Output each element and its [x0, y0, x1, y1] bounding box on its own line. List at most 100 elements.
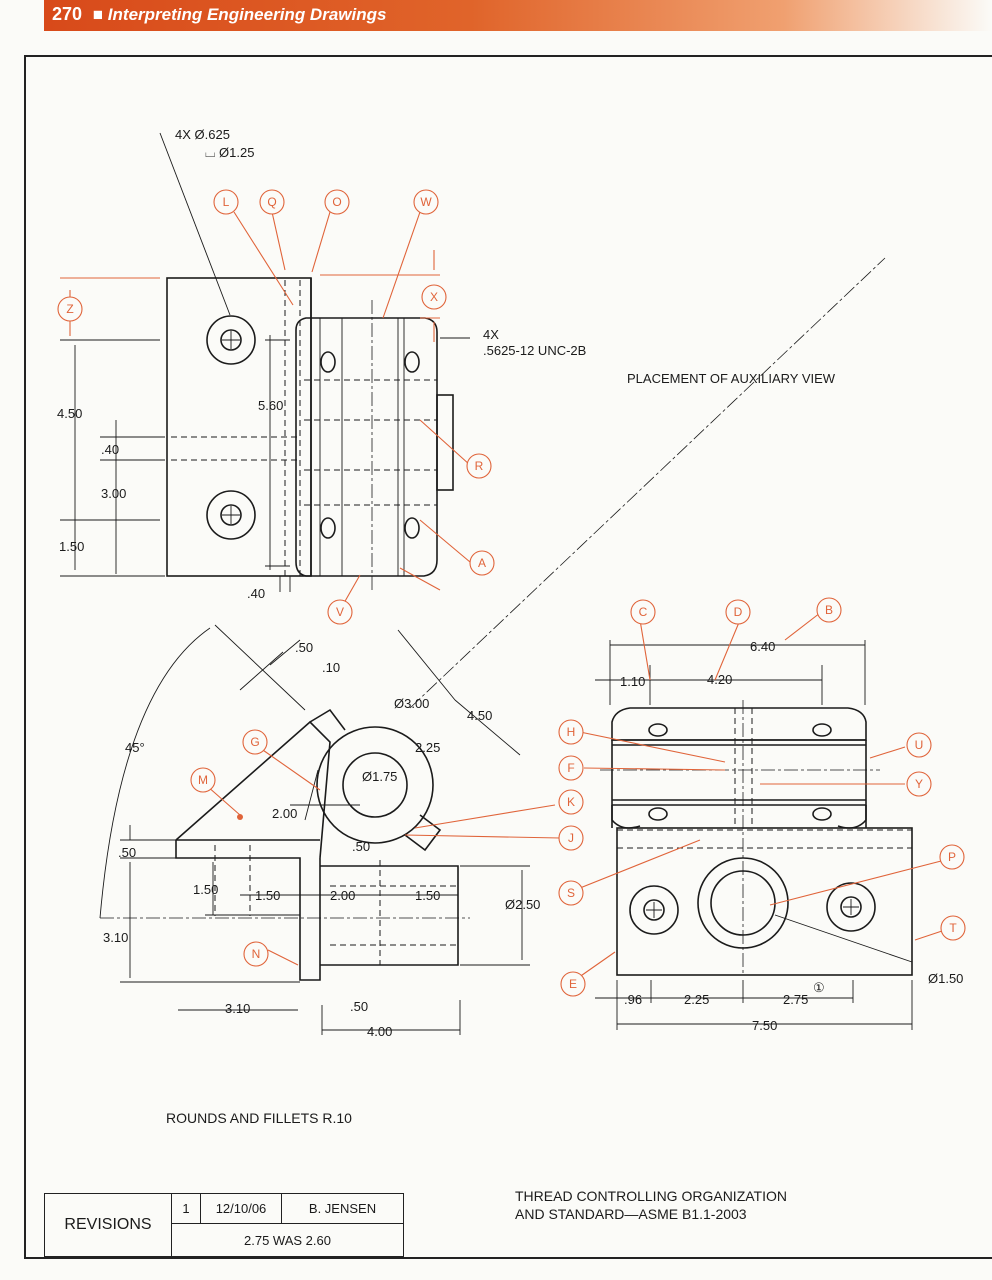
balloon-label-n: N — [252, 947, 261, 961]
thread-org-note-line2: AND STANDARD—ASME B1.1-2003 — [515, 1206, 747, 1222]
balloon-label-o: O — [332, 195, 341, 209]
dim-aux-2-00-v: 2.00 — [272, 806, 297, 821]
dim-front-2-75: 2.75 — [783, 992, 808, 1007]
balloon-label-k: K — [567, 795, 575, 809]
dim-front-4-20: 4.20 — [707, 672, 732, 687]
balloon-k — [558, 789, 584, 815]
balloon-label-d: D — [734, 605, 743, 619]
balloon-o — [324, 189, 350, 215]
revision-author: B. JENSEN — [281, 1193, 404, 1224]
balloon-h — [558, 719, 584, 745]
balloon-g — [242, 729, 268, 755]
balloon-label-h: H — [567, 725, 576, 739]
dim-3-00: 3.00 — [101, 486, 126, 501]
balloon-d — [725, 599, 751, 625]
dim-aux-10: .10 — [322, 660, 340, 675]
balloon-label-s: S — [567, 886, 575, 900]
balloon-label-w: W — [420, 195, 432, 209]
front-base-block — [616, 827, 913, 976]
front-bore-outer — [697, 857, 789, 949]
revision-marker: ① — [813, 980, 825, 995]
balloon-label-x: X — [430, 290, 438, 304]
dim-aux-3-10-v: 3.10 — [103, 930, 128, 945]
rounds-fillets-note: ROUNDS AND FILLETS R.10 — [166, 1110, 352, 1126]
balloon-label-z: Z — [66, 302, 73, 316]
balloon-y — [906, 771, 932, 797]
aux-view-label: PLACEMENT OF AUXILIARY VIEW — [627, 371, 836, 386]
dim-front-2-25: 2.25 — [684, 992, 709, 1007]
hole-spec-line2: ⌴ Ø1.25 — [205, 145, 254, 160]
balloon-b — [816, 597, 842, 623]
top-view: 4X Ø.625 ⌴ Ø1.25 4X .5625-12 UNC-2B 4.50… — [57, 127, 586, 601]
balloon-label-j: J — [568, 831, 574, 845]
dim-4-50: 4.50 — [57, 406, 82, 421]
dim-aux-1-50-b: 1.50 — [415, 888, 440, 903]
revision-change: 2.75 WAS 2.60 — [171, 1223, 404, 1257]
balloon-x — [421, 284, 447, 310]
dim-aux-2-25: 2.25 — [415, 740, 440, 755]
balloon-label-p: P — [948, 850, 956, 864]
dim-aux-50-a: .50 — [295, 640, 313, 655]
dim-aux-4-00: 4.00 — [367, 1024, 392, 1039]
thread-spec-line1: 4X — [483, 327, 499, 342]
dim-front-96: .96 — [624, 992, 642, 1007]
orange-leaders — [206, 211, 946, 981]
balloon-label-c: C — [639, 605, 648, 619]
dim-aux-dia-3-00: Ø3.00 — [394, 696, 429, 711]
balloon-label-f: F — [567, 761, 574, 775]
dim-front-6-40: 6.40 — [750, 639, 775, 654]
thread-org-note-line1: THREAD CONTROLLING ORGANIZATION — [515, 1188, 787, 1204]
page-number: 270 — [52, 4, 83, 24]
revision-date: 12/10/06 — [200, 1193, 282, 1224]
balloon-label-y: Y — [915, 777, 923, 791]
balloon-m — [190, 767, 216, 793]
top-base-block — [166, 277, 312, 577]
balloon-p — [939, 844, 965, 870]
dim-aux-4-50: 4.50 — [467, 708, 492, 723]
balloon-l — [213, 189, 239, 215]
balloon-a — [469, 550, 495, 576]
dim-aux-50-b: .50 — [352, 839, 370, 854]
thread-spec-line2: .5625-12 UNC-2B — [483, 343, 586, 358]
aux-cylinder — [320, 865, 459, 966]
front-top-flange — [611, 707, 867, 741]
dim-aux-1-50-v: 1.50 — [193, 882, 218, 897]
running-header: 270 ■ Interpreting Engineering Drawings — [52, 4, 386, 25]
balloon-c — [630, 599, 656, 625]
top-tab — [436, 394, 454, 491]
balloon-label-g: G — [250, 735, 259, 749]
hole-spec-line1: 4X Ø.625 — [175, 127, 230, 142]
balloon-z — [57, 296, 83, 322]
dim-40-b: .40 — [247, 586, 265, 601]
dim-1-50: 1.50 — [59, 539, 84, 554]
revisions-table: REVISIONS 1 12/10/06 B. JENSEN 2.75 WAS … — [44, 1193, 404, 1257]
point-marker-m — [237, 814, 243, 820]
balloon-label-a: A — [478, 556, 486, 570]
balloon-f — [558, 755, 584, 781]
balloon-w — [413, 189, 439, 215]
dim-front-7-50: 7.50 — [752, 1018, 777, 1033]
balloon-label-t: T — [949, 921, 957, 935]
balloon-label-v: V — [336, 605, 344, 619]
front-view: 6.40 1.10 4.20 .96 2.25 2.75 ① 7.50 Ø1.5… — [595, 639, 963, 1033]
dim-45-deg: 45° — [125, 740, 145, 755]
balloon-s — [558, 880, 584, 906]
dim-5-60: 5.60 — [258, 398, 283, 413]
balloon-u — [906, 732, 932, 758]
balloon-label-r: R — [475, 459, 484, 473]
header-bar — [44, 0, 992, 31]
balloon-label-e: E — [569, 977, 577, 991]
dim-aux-50-c: .50 — [118, 845, 136, 860]
balloon-label-b: B — [825, 603, 833, 617]
dim-aux-dia-2-50: Ø2.50 — [505, 897, 540, 912]
balloon-n — [243, 941, 269, 967]
auxiliary-projection-line — [409, 257, 886, 709]
header-separator: ■ — [92, 5, 104, 24]
dim-front-dia-1-50: Ø1.50 — [928, 971, 963, 986]
balloon-label-m: M — [198, 773, 208, 787]
drawing-frame — [24, 55, 992, 1259]
balloon-q — [259, 189, 285, 215]
balloon-label-q: Q — [267, 195, 276, 209]
balloon-v — [327, 599, 353, 625]
